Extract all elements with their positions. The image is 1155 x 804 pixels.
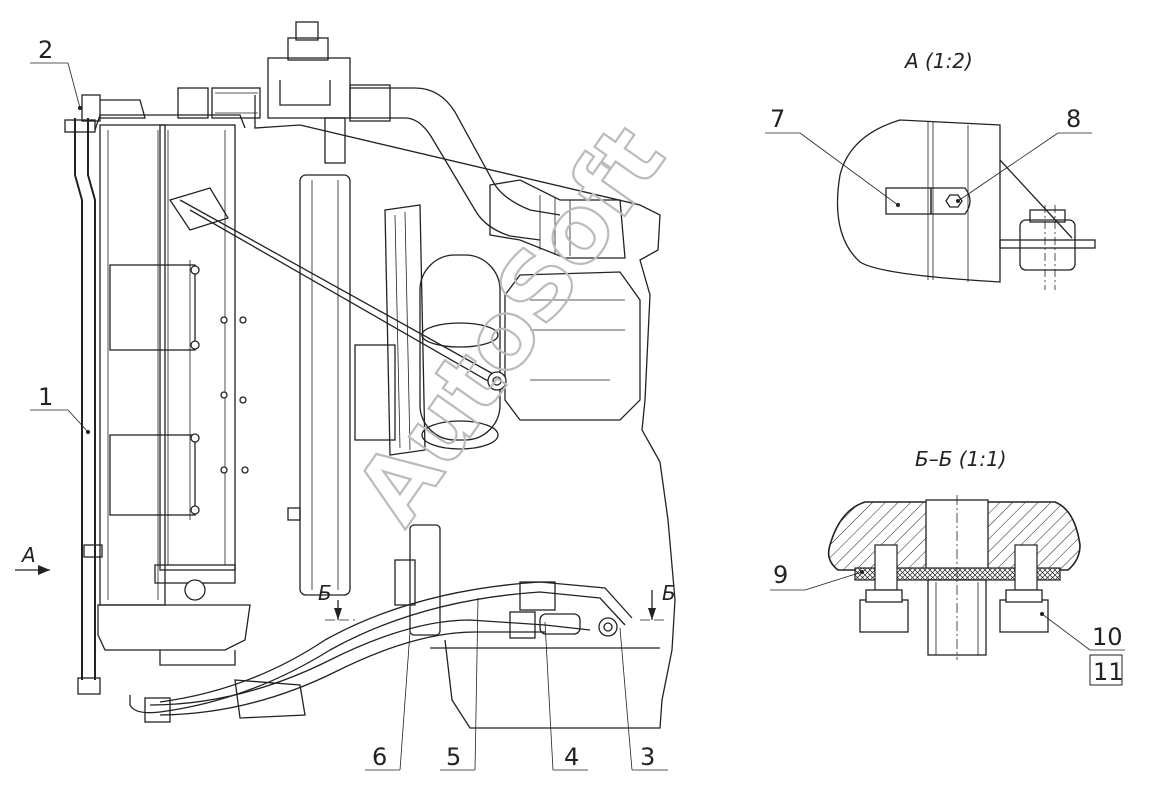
- view-a-bracket: [999, 239, 1096, 249]
- fitting-part-4: [509, 611, 536, 639]
- tie-rod: [179, 199, 496, 376]
- upper-hose-clamp: [211, 87, 261, 119]
- callout-8: 8: [1066, 105, 1081, 133]
- part-8-lug: [930, 187, 971, 215]
- lower-pulley: [409, 524, 441, 636]
- callout-6: 6: [372, 743, 387, 771]
- part-1-clamp: [83, 544, 103, 558]
- lower-tank-flange: [159, 650, 236, 666]
- part-10-nut-right: [999, 599, 1049, 633]
- section-letter-right: Б: [662, 581, 676, 605]
- callout-5: 5: [446, 743, 461, 771]
- part-1-tube: [74, 118, 83, 680]
- part-1-fitting: [77, 677, 101, 695]
- expansion-tank-outlet: [324, 117, 346, 164]
- view-arrow-letter: A: [20, 543, 36, 567]
- hose-part-6: [149, 619, 591, 706]
- engine-outline: [254, 95, 676, 729]
- callout-4: 4: [564, 743, 579, 771]
- section-stud-right: [1014, 544, 1038, 591]
- section-letter-left: Б: [318, 581, 332, 605]
- hose-end-fitting: [144, 697, 171, 723]
- main-assembly-view: Б Б A: [15, 21, 676, 729]
- callout-3: 3: [640, 743, 655, 771]
- lower-clamp-body: [234, 679, 306, 719]
- expansion-cap-top: [295, 21, 319, 41]
- part-10-nut-left: [859, 599, 909, 633]
- part-2-elbow: [100, 99, 146, 119]
- hose-part-5: [129, 591, 626, 714]
- tie-rod-bracket: [168, 187, 229, 231]
- lower-tank: [97, 604, 251, 651]
- callout-1: 1: [38, 383, 53, 411]
- core-bracket-bottom: [109, 434, 196, 516]
- callout-2: 2: [38, 36, 53, 64]
- core-bracket-top: [109, 264, 196, 351]
- view-a-bushing: [1019, 219, 1076, 271]
- section-title: Б–Б (1:1): [915, 447, 1007, 471]
- callout-10: 10: [1092, 623, 1123, 651]
- upper-tank: [94, 114, 246, 131]
- part-2-bolt: [81, 94, 101, 122]
- callouts: 1 2 3 4 5 6: [30, 36, 668, 771]
- view-a-nut: [1029, 209, 1066, 223]
- radiator-side-tank: [159, 124, 236, 571]
- fan-pulley: [299, 174, 351, 596]
- callout-11-box: [1089, 654, 1123, 686]
- view-a-detail: A (1:2) 7 8: [765, 49, 1096, 290]
- generator-body: [419, 254, 501, 441]
- part-2-flange: [64, 119, 96, 133]
- hose-coupling: [489, 179, 626, 259]
- drive-belt: [384, 204, 426, 456]
- upper-hose-clamp-1: [349, 84, 391, 122]
- callout-11: 11: [1093, 658, 1124, 686]
- expansion-cap: [287, 37, 329, 61]
- upper-hose: [350, 87, 561, 216]
- part-4-body: [539, 613, 581, 635]
- sensor-housing: [177, 87, 209, 119]
- radiator-core: [99, 124, 166, 606]
- callout-7: 7: [770, 105, 785, 133]
- callout-9: 9: [773, 561, 788, 589]
- view-a-body: [836, 119, 1001, 283]
- fitting-part-5: [519, 581, 556, 611]
- timing-cover: [504, 271, 641, 421]
- section-b-detail: Б–Б (1:1) 9 10 11: [770, 447, 1125, 686]
- pulley-hub: [354, 344, 396, 441]
- drain-plug: [287, 507, 301, 521]
- lower-bracket: [394, 559, 416, 606]
- view-a-title: A (1:2): [903, 49, 973, 73]
- section-stud-left: [874, 544, 898, 591]
